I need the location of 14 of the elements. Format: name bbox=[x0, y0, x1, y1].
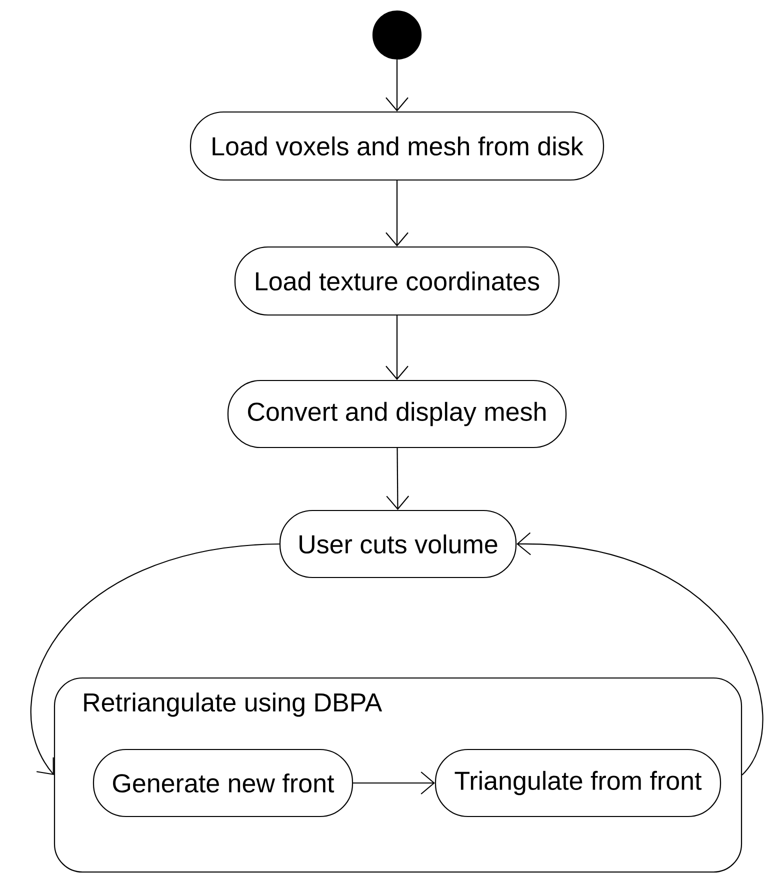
arrow bbox=[386, 180, 408, 246]
arrow bbox=[386, 448, 410, 510]
arrow bbox=[386, 316, 408, 380]
activity-box: Generate new front bbox=[92, 748, 354, 818]
arrow bbox=[516, 532, 764, 776]
activity-box: Load voxels and mesh from disk bbox=[190, 111, 604, 181]
start-dot bbox=[372, 10, 422, 60]
arrow bbox=[30, 543, 280, 776]
activity-box: Convert and display mesh bbox=[227, 380, 567, 448]
arrow bbox=[353, 772, 435, 794]
activity-box: User cuts volume bbox=[279, 510, 517, 578]
activity-box: Triangulate from front bbox=[434, 748, 722, 818]
arrow bbox=[386, 60, 408, 112]
activity-box: Load texture coordinates bbox=[234, 246, 560, 316]
